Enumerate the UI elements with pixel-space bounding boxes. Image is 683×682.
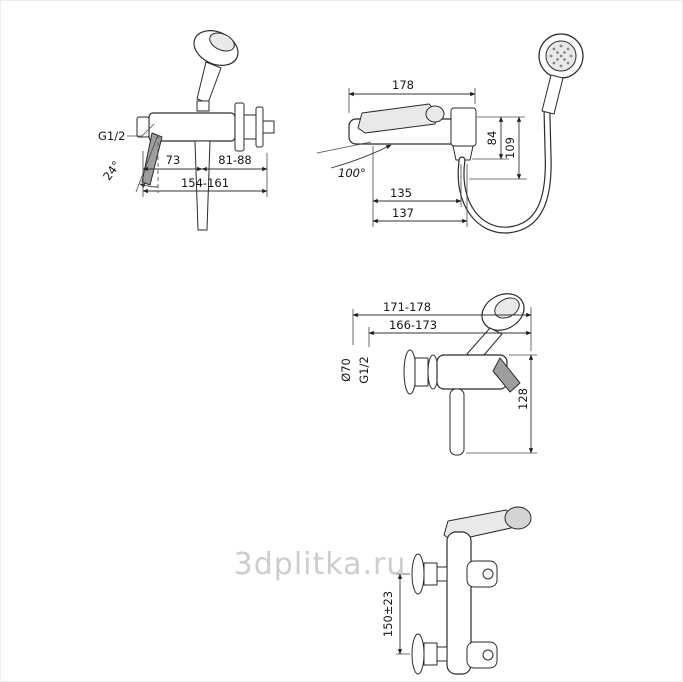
thread-label: G1/2: [98, 129, 125, 143]
escutcheon: [411, 633, 425, 675]
escutcheon-outer: [234, 102, 245, 152]
rear-view: 150±23: [381, 506, 532, 675]
dim-128-label: 128: [516, 388, 530, 410]
lever-knob: [504, 506, 532, 530]
swing-arc: [330, 144, 392, 169]
lever-cap: [425, 105, 445, 123]
handshower-top: [466, 293, 525, 363]
swing-line: [316, 141, 372, 154]
handshower-connector: [196, 100, 210, 112]
cartridge-cap: [136, 116, 150, 138]
union-tail: [436, 566, 448, 582]
angle-label: 100°: [338, 166, 366, 180]
handshower-handle: [541, 74, 564, 115]
mixer-body: [446, 531, 472, 675]
mixer-top: [403, 349, 521, 456]
escutcheon-inner: [255, 106, 264, 148]
angle-leg: [135, 134, 159, 193]
handshower-side: [193, 30, 239, 112]
front-view: 100° 178 84 109 135 137: [316, 33, 584, 234]
lever-handle: [141, 132, 163, 186]
lever-handle: [492, 357, 521, 393]
dim-84-label: 84: [485, 131, 499, 146]
escutcheon: [403, 349, 417, 395]
spout: [194, 140, 211, 231]
dim-81-88-label: 81-88: [218, 153, 251, 167]
hose-nut: [452, 145, 474, 161]
dim-154-161-label: 154-161: [181, 176, 229, 190]
wall-pipe: [262, 120, 275, 134]
escutcheon: [411, 553, 425, 595]
union-nut: [243, 114, 257, 140]
union-nut: [414, 357, 429, 387]
front-view-dimensions: 100° 178 84 109 135 137: [316, 78, 527, 227]
dim-171-178-label: 171-178: [383, 300, 431, 314]
angle-arc: [139, 183, 159, 188]
watermark: 3dplitka.ru: [234, 547, 407, 582]
shower-hose-inner: [458, 110, 551, 233]
dim-109-label: 109: [503, 137, 517, 159]
handshower-front: [538, 33, 584, 115]
dim-178-label: 178: [392, 78, 414, 92]
union-tail: [436, 646, 448, 662]
handshower-face: [209, 32, 235, 52]
spout: [449, 388, 465, 456]
rear-view-dimensions: 150±23: [381, 573, 410, 655]
union-nut: [423, 642, 438, 666]
mixer-side: [136, 102, 275, 231]
dim-150-label: 150±23: [381, 591, 395, 637]
bottom-outlet: [466, 641, 498, 669]
leader-line: [127, 123, 155, 137]
shower-holder: [450, 107, 477, 147]
thread-label: G1/2: [357, 356, 371, 383]
outlet-detail: [482, 568, 494, 580]
angle-label: 24°: [100, 158, 123, 183]
diameter-label: Ø70: [339, 358, 353, 382]
outlet-detail: [482, 649, 494, 661]
dim-135-label: 135: [390, 186, 412, 200]
side-view: G1/2 24° 73 81-88 154-161: [98, 30, 275, 231]
dim-137-label: 137: [392, 206, 414, 220]
mixer-front: [348, 103, 477, 161]
dim-73-label: 73: [166, 153, 181, 167]
top-view: 171-178 166-173 Ø70 G1/2 128: [339, 293, 537, 456]
dim-166-173-label: 166-173: [389, 318, 437, 332]
handshower-handle: [196, 61, 222, 104]
spray-dots: [549, 44, 573, 68]
top-view-dimensions: 171-178 166-173 Ø70 G1/2 128: [339, 300, 537, 454]
shower-hose: [457, 109, 552, 234]
union-nut: [423, 562, 438, 586]
spout-outlet: [466, 560, 498, 588]
